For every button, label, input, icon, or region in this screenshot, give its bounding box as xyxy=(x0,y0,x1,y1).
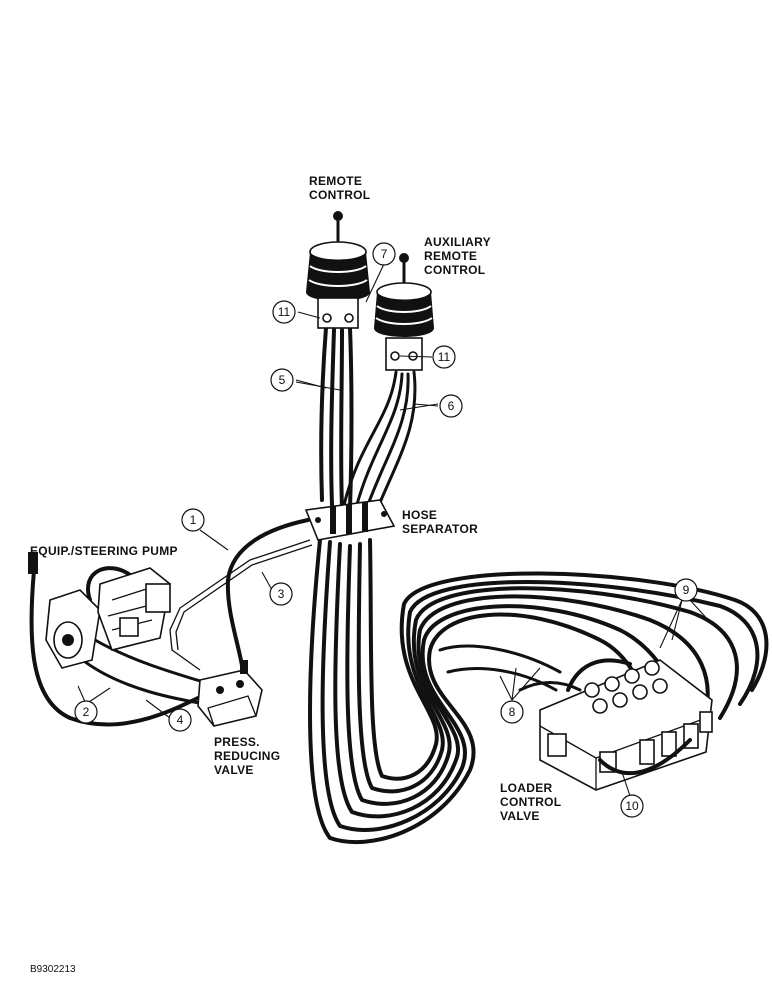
label-pump: EQUIP./STEERING PUMP xyxy=(30,544,178,558)
svg-text:SEPARATOR: SEPARATOR xyxy=(402,522,478,536)
label-auxiliary-remote-control: AUXILIARY REMOTE CONTROL xyxy=(424,235,491,277)
figure-id: B9302213 xyxy=(30,964,76,975)
remote-control-hoses xyxy=(319,326,417,514)
svg-text:4: 4 xyxy=(177,713,184,727)
hose-separator xyxy=(304,499,396,541)
svg-text:CONTROL: CONTROL xyxy=(309,188,370,202)
callout-4: 4 xyxy=(168,708,192,732)
label-remote-control: REMOTE CONTROL xyxy=(309,174,370,202)
svg-text:REDUCING: REDUCING xyxy=(214,749,280,763)
pressure-reducing-valve xyxy=(197,660,263,727)
svg-text:VALVE: VALVE xyxy=(214,763,254,777)
svg-text:9: 9 xyxy=(683,583,690,597)
callout-9: 9 xyxy=(674,578,698,602)
svg-text:REMOTE: REMOTE xyxy=(424,249,477,263)
svg-text:5: 5 xyxy=(279,373,286,387)
svg-text:7: 7 xyxy=(381,247,388,261)
svg-text:2: 2 xyxy=(83,705,90,719)
svg-text:10: 10 xyxy=(625,799,639,813)
remote-control xyxy=(306,211,370,329)
callout-6: 6 xyxy=(439,394,463,418)
loader-control-valve xyxy=(539,658,713,791)
svg-text:1: 1 xyxy=(190,513,197,527)
callout-10: 10 xyxy=(620,794,644,818)
svg-text:CONTROL: CONTROL xyxy=(500,795,561,809)
svg-text:11: 11 xyxy=(438,350,451,364)
callout-5: 5 xyxy=(270,368,294,392)
svg-text:VALVE: VALVE xyxy=(500,809,540,823)
callout-1: 1 xyxy=(181,508,205,532)
callout-11-remote: 11 xyxy=(272,300,296,324)
label-hose-separator: HOSE SEPARATOR xyxy=(402,508,478,536)
svg-text:8: 8 xyxy=(509,705,516,719)
callout-8: 8 xyxy=(500,700,524,724)
svg-text:6: 6 xyxy=(448,399,455,413)
callout-2: 2 xyxy=(74,700,98,724)
label-loader-control-valve: LOADER CONTROL VALVE xyxy=(500,781,561,823)
svg-text:3: 3 xyxy=(278,587,285,601)
svg-text:EQUIP./STEERING PUMP: EQUIP./STEERING PUMP xyxy=(30,544,178,558)
callout-11-auxiliary: 11 xyxy=(432,345,456,369)
svg-text:PRESS.: PRESS. xyxy=(214,735,260,749)
equip-steering-pump xyxy=(28,552,171,669)
svg-text:CONTROL: CONTROL xyxy=(424,263,485,277)
svg-text:11: 11 xyxy=(278,305,291,319)
callout-7: 7 xyxy=(372,242,396,266)
svg-text:AUXILIARY: AUXILIARY xyxy=(424,235,491,249)
loader-valve-hoses xyxy=(308,538,769,845)
label-press-reducing-valve: PRESS. REDUCING VALVE xyxy=(214,735,280,777)
auxiliary-remote-control xyxy=(374,253,434,371)
svg-text:REMOTE: REMOTE xyxy=(309,174,362,188)
callout-3: 3 xyxy=(269,582,293,606)
svg-text:LOADER: LOADER xyxy=(500,781,552,795)
svg-text:HOSE: HOSE xyxy=(402,508,437,522)
